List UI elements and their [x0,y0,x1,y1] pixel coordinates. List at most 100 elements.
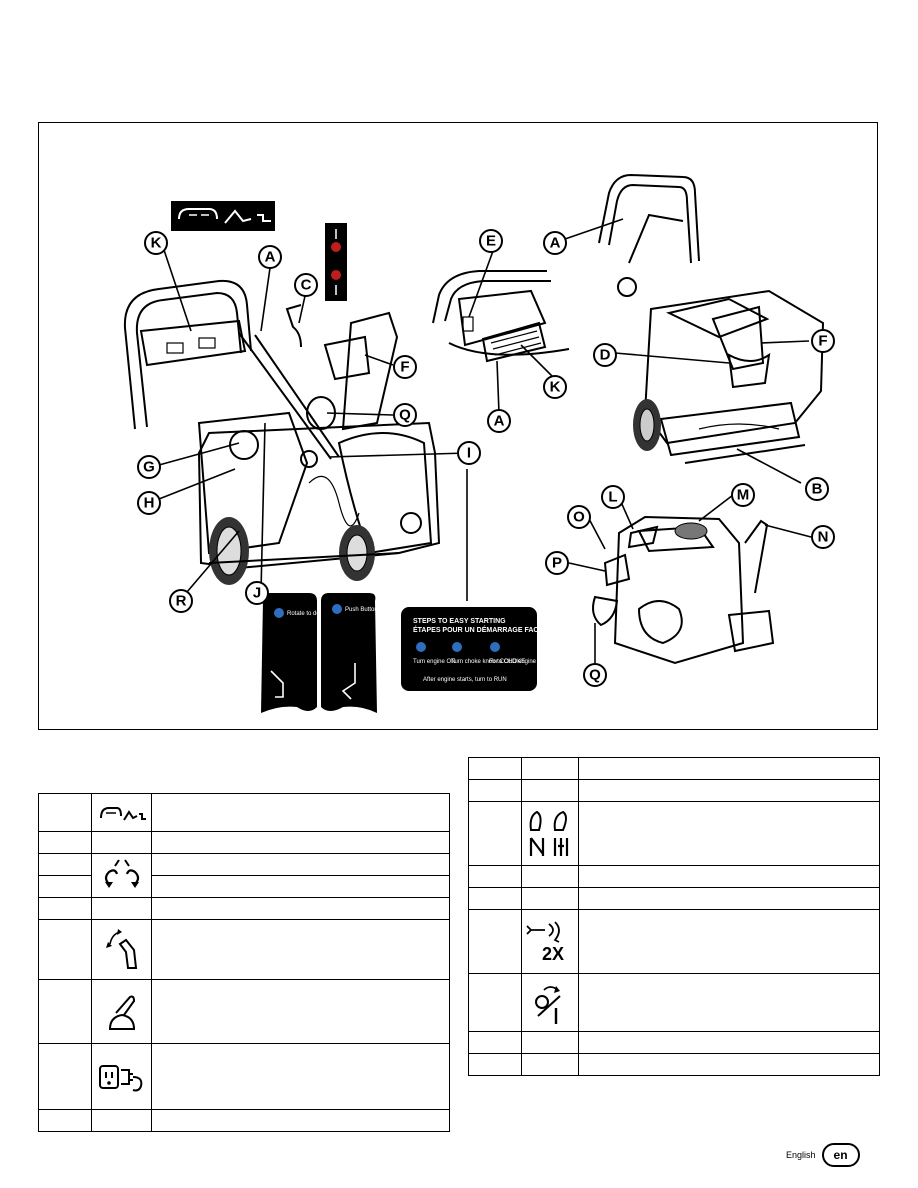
row-description [151,853,450,876]
choke-icon [529,810,569,856]
table-row [468,757,880,780]
svg-text:B: B [812,481,823,498]
row-letter [468,1031,522,1054]
callout-leaders-mid [468,250,554,414]
table-row [38,853,450,898]
row-letter [38,897,92,920]
callout-e: E [479,229,503,253]
callout-k-mid: K [543,375,567,399]
chute-decal-right-text: Push Button to Pull [345,607,396,613]
table-row [468,865,880,888]
row-description [151,897,450,920]
callout-a-mid: A [487,409,511,433]
row-description [578,887,880,910]
table-row [468,801,880,866]
row-letter [38,875,92,898]
decal-title-en: STEPS TO EASY STARTING [413,618,506,625]
row-letter [468,757,522,780]
svg-text:H: H [144,495,155,512]
svg-text:C: C [301,277,312,294]
row-description [578,1031,880,1054]
row-description [578,1053,880,1076]
row-letter [468,909,522,974]
handle-closeup-illustration [432,270,570,363]
bail-release-icon [99,806,146,821]
row-description [578,779,880,802]
callout-p: P [545,551,569,575]
table-row [468,779,880,802]
row-description [151,979,450,1044]
row-description [578,909,880,974]
svg-text:D: D [600,347,611,364]
row-description [578,757,880,780]
table-row [468,1031,880,1054]
starting-decal: STEPS TO EASY STARTING ÉTAPES POUR UN DÉ… [401,607,566,691]
table-row [468,1053,880,1076]
parts-table-left [38,793,450,1132]
table-row [38,897,450,920]
svg-text:G: G [143,459,155,476]
decal-title-fr: ÉTAPES POUR UN DÉMARRAGE FACILE [413,625,550,634]
callout-a-left: A [258,245,282,269]
svg-text:Q: Q [399,407,411,424]
primer-icon: 2X [526,920,564,964]
row-description [151,875,450,898]
chute-crank-icon [108,995,135,1030]
row-description [578,865,880,888]
callout-k-left: K [144,231,168,255]
svg-text:K: K [550,379,561,396]
callout-m: M [731,483,755,507]
row-description [151,831,450,854]
page-footer: English en [786,1142,860,1168]
snow-thrower-left-illustration [123,279,441,585]
svg-text:I: I [467,445,471,462]
svg-text:F: F [400,359,409,376]
prime-count-label: 2X [542,944,564,964]
decal-step-2: Turn choke knob to CHOKE [451,659,525,665]
table-row [468,973,880,1032]
callout-i: I [457,441,481,465]
engine-on-off-icon [535,985,561,1024]
callout-g: G [137,455,161,479]
table-row: 2X [468,909,880,974]
callout-b: B [805,477,829,501]
callout-n: N [811,525,835,549]
engine-closeup-illustration [592,515,775,665]
table-row [38,919,450,980]
callout-q-right: Q [583,663,607,687]
language-code-badge: en [821,1143,860,1167]
row-description [578,801,880,866]
row-letter [38,979,92,1044]
row-letter [38,1043,92,1110]
row-description [151,919,450,980]
row-description [151,793,450,832]
callout-f-right: F [811,329,835,353]
row-letter [468,973,522,1032]
svg-text:L: L [608,489,617,506]
table-row [38,1043,450,1110]
deflector-lever-icon [105,928,137,969]
decal-step-3: For COLD engine PRIME 2X [489,659,566,665]
table-row [38,1109,450,1132]
svg-text:F: F [818,333,827,350]
svg-text:A: A [494,413,505,430]
callout-j: J [245,581,269,605]
callout-a-right: A [543,231,567,255]
deflector-decal [325,223,347,301]
row-letter [468,779,522,802]
row-letter [38,919,92,980]
parts-figure: STEPS TO EASY STARTING ÉTAPES POUR UN DÉ… [38,122,878,730]
table-row [38,831,450,854]
callout-c: C [294,273,318,297]
callout-leaders-right [564,218,810,484]
svg-text:Q: Q [589,667,601,684]
svg-text:O: O [573,509,585,526]
row-letter [38,793,92,832]
callout-leaders-left [158,246,468,601]
callout-o: O [567,505,591,529]
row-letter [468,801,522,866]
row-letter [468,1053,522,1076]
row-letter [468,887,522,910]
row-description [578,973,880,1032]
decal-step-1: Turn engine ON [413,659,455,665]
